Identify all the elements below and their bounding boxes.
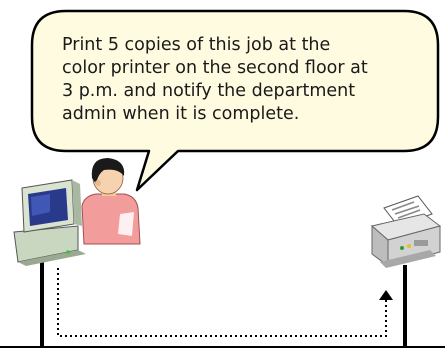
person-icon <box>82 158 140 244</box>
speech-line-2: color printer on the second floor at <box>62 57 412 80</box>
speech-line-1: Print 5 copies of this job at the <box>62 34 412 57</box>
dotted-flow-path <box>58 268 386 336</box>
arrow-up-icon <box>379 290 393 300</box>
speech-line-3: 3 p.m. and notify the department <box>62 80 412 103</box>
speech-line-4: admin when it is complete. <box>62 103 412 126</box>
printer-icon <box>372 196 440 268</box>
speech-bubble-text: Print 5 copies of this job at the color … <box>62 34 412 126</box>
desktop-computer-icon <box>14 180 86 266</box>
